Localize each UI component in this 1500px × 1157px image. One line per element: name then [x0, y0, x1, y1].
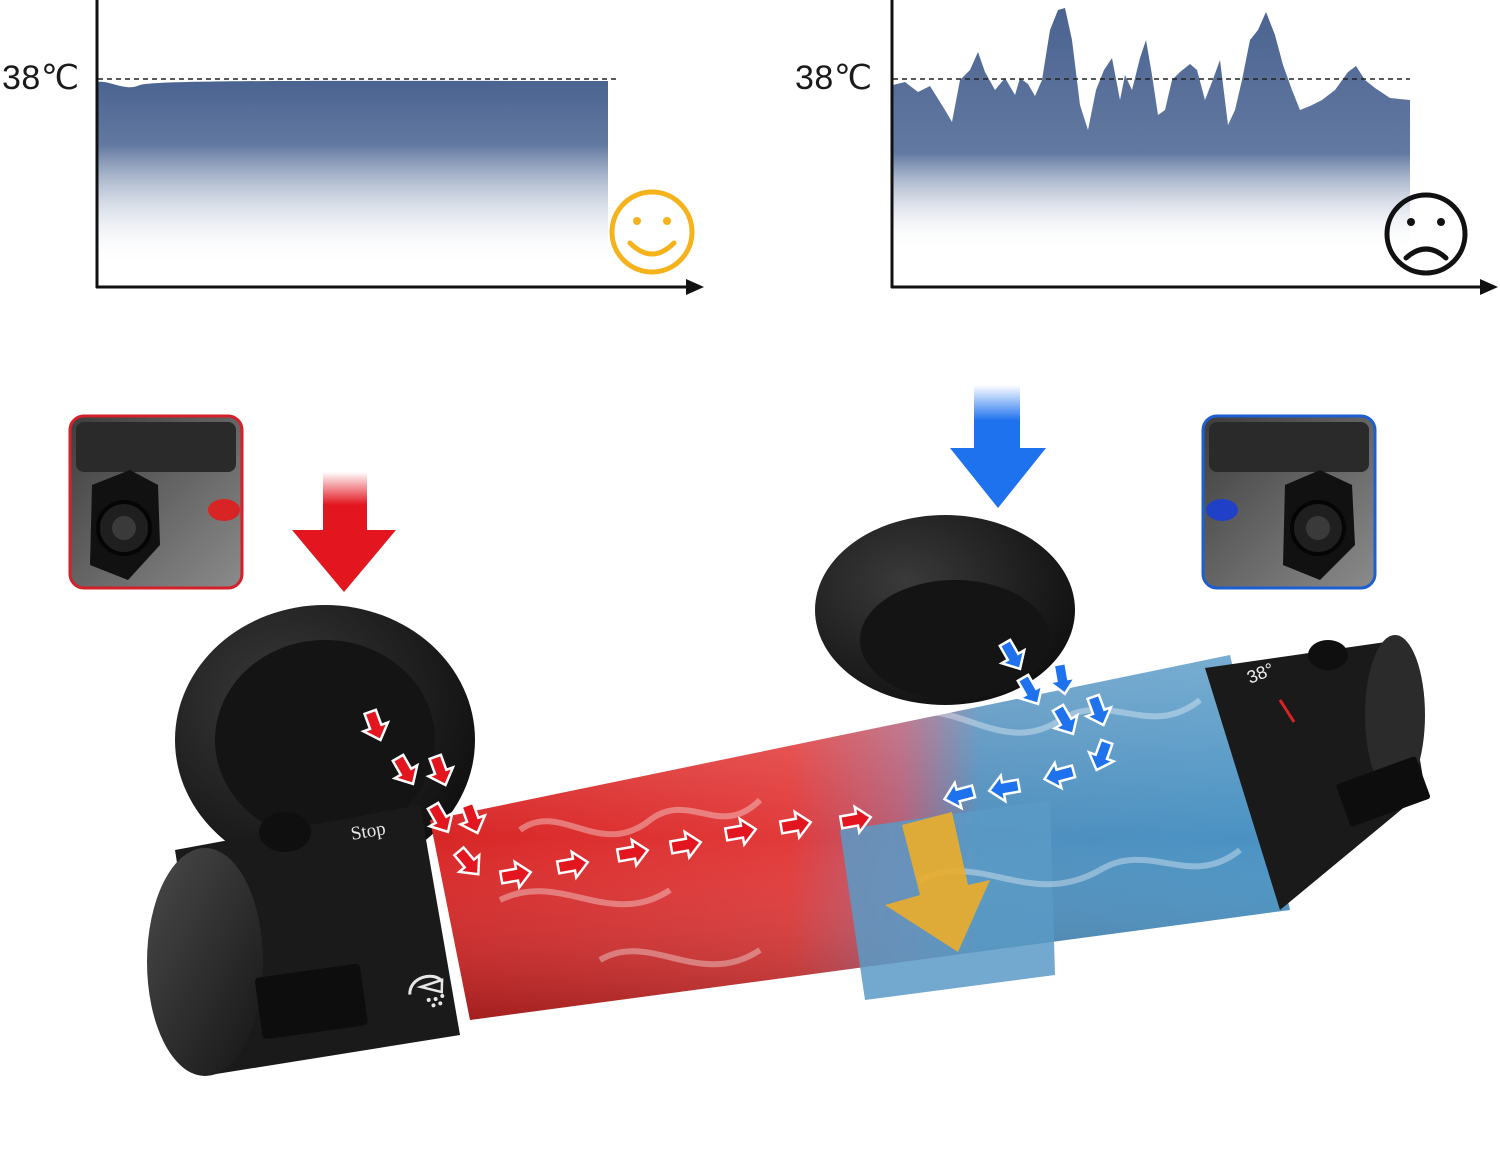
- hot-flow-arrow-icon: [778, 809, 813, 841]
- hot-flow-arrow-icon: [452, 845, 481, 876]
- dial-safety-button: [1308, 640, 1348, 670]
- hot-flow-arrow-icon: [425, 753, 456, 787]
- hot-inlet-thumbnail: [68, 414, 244, 590]
- hot-flow-arrow-icon: [555, 849, 590, 881]
- happy-face-icon: [609, 189, 695, 275]
- valve-body: Stop 38°: [147, 515, 1430, 1076]
- hot-flow-arrow-icon: [498, 859, 533, 891]
- shower-head-icon: [408, 974, 445, 1008]
- cold-flow-arrow-icon: [1042, 759, 1077, 791]
- fluctuating-temperature-area: [893, 8, 1410, 250]
- hot-flow-arrow-icon: [668, 829, 703, 861]
- cold-flow-arrows: [942, 638, 1117, 811]
- cold-flow-arrow-icon: [998, 638, 1027, 671]
- yellow-down-arrow-icon: [885, 812, 990, 952]
- fluctuating-temperature-chart: [890, 0, 1498, 295]
- stable-temperature-chart: [95, 0, 704, 295]
- blue-down-arrow-icon: [950, 385, 1046, 508]
- hot-flow-arrow-icon: [723, 816, 758, 848]
- hot-flow-arrow-icon: [426, 801, 455, 834]
- hot-flow-arrow-icon: [457, 801, 488, 835]
- x-axis-arrowhead: [1480, 279, 1498, 295]
- cold-inlet-thumbnail: [1201, 414, 1377, 590]
- cold-flow-arrow-icon: [1016, 673, 1045, 706]
- x-axis-arrowhead: [686, 279, 704, 295]
- left-chart-temperature-label: 38℃: [2, 59, 80, 97]
- hot-flow-arrows: [360, 708, 873, 891]
- cold-flow-arrow-icon: [987, 772, 1022, 804]
- cold-flow-arrow-icon: [942, 779, 977, 811]
- cold-flow-arrow-icon: [1086, 738, 1117, 772]
- hot-flow-arrow-icon: [391, 753, 420, 786]
- hot-flow-arrow-icon: [615, 837, 650, 869]
- red-down-arrow-icon: [292, 472, 396, 592]
- sad-face-icon: [1384, 192, 1468, 276]
- stable-temperature-area: [98, 80, 608, 265]
- hot-flow-arrow-icon: [360, 708, 391, 742]
- hot-flow-arrow-icon: [838, 804, 873, 836]
- cold-flow-arrow-icon: [1046, 661, 1078, 696]
- cold-flow-arrow-icon: [1083, 693, 1114, 727]
- right-chart-temperature-label: 38℃: [795, 59, 873, 97]
- left-knob-cap: [147, 848, 263, 1076]
- cold-flow-arrow-icon: [1051, 703, 1080, 736]
